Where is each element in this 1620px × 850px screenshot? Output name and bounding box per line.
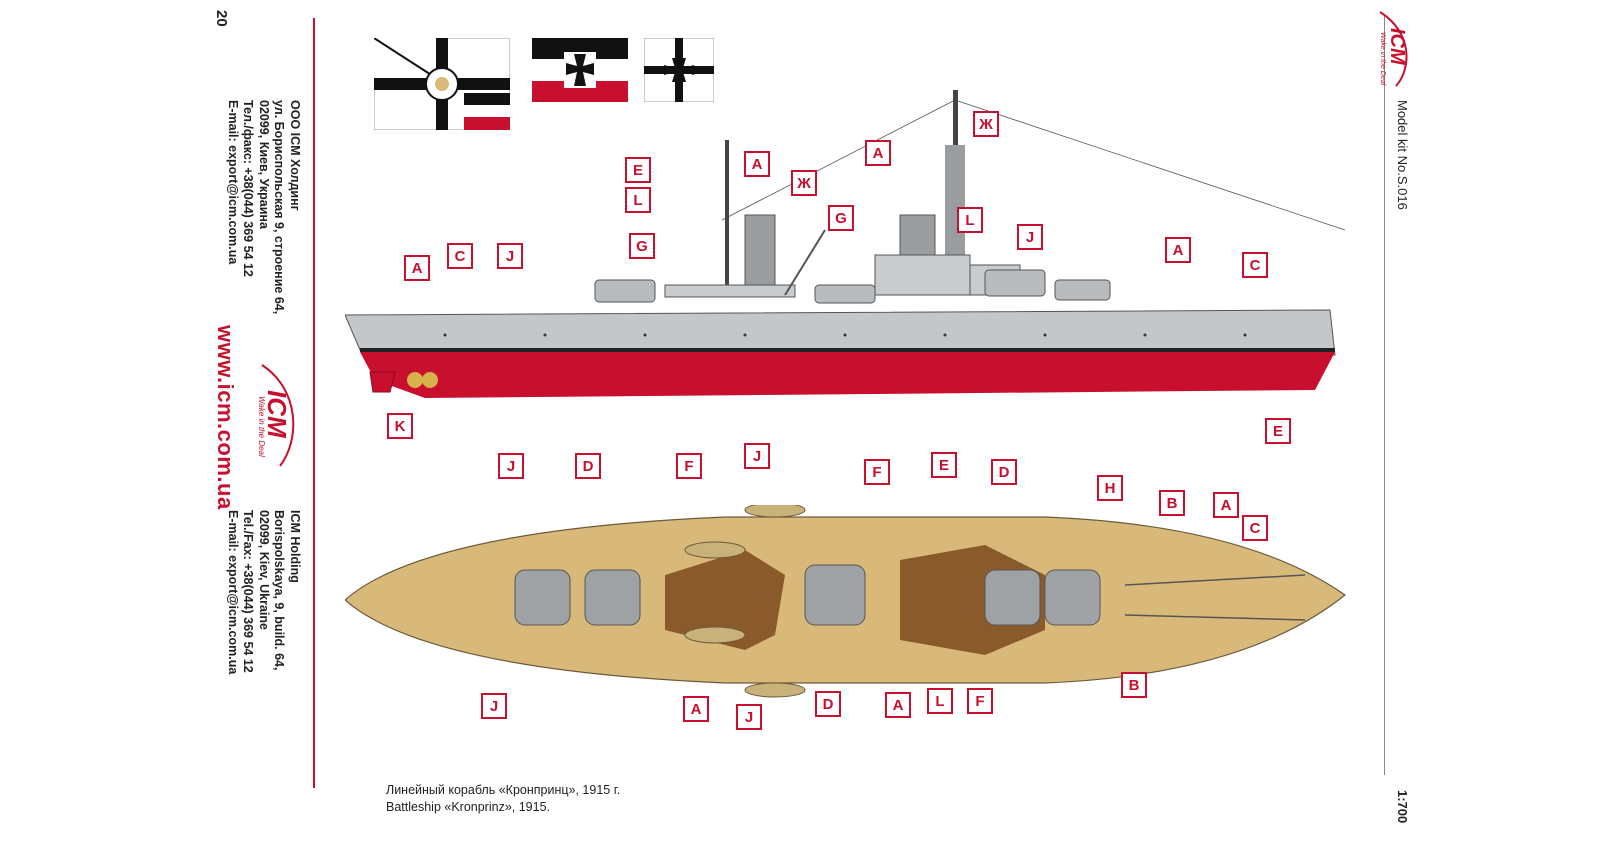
marker-f: F	[676, 453, 702, 479]
address-en-street: Borispolskaya, 9, build. 64,	[272, 510, 287, 671]
marker-zh: Ж	[791, 170, 817, 196]
marker-b: B	[1159, 490, 1185, 516]
marker-j: J	[744, 443, 770, 469]
address-ru-phone: Тел./факс: +38(044) 369 54 12	[241, 100, 256, 277]
icm-logo-swoosh-icon	[261, 364, 295, 467]
icm-logo-right: ICM Wake in the Deal	[1369, 8, 1414, 88]
marker-zh: Ж	[973, 111, 999, 137]
marker-j: J	[498, 453, 524, 479]
icm-logo-swoosh-icon	[1379, 11, 1408, 87]
marker-d: D	[575, 453, 601, 479]
marker-l: L	[927, 688, 953, 714]
marker-e: E	[1265, 418, 1291, 444]
war-flag-iron-cross	[532, 38, 628, 102]
scale-label: 1:700	[1395, 790, 1410, 824]
caption-ru: Линейный корабль «Кронпринц», 1915 г.	[386, 783, 621, 797]
address-ru-city: 02099, Киев, Украина	[257, 100, 271, 229]
marker-a: A	[1165, 237, 1191, 263]
marker-d: D	[991, 459, 1017, 485]
marker-j: J	[1017, 224, 1043, 250]
marker-e: E	[625, 157, 651, 183]
caption-en: Battleship «Kronprinz», 1915.	[386, 800, 550, 814]
marker-j: J	[481, 693, 507, 719]
model-kit-number: Model kit No.S.016	[1395, 100, 1410, 210]
marker-f: F	[864, 459, 890, 485]
marker-l: L	[957, 207, 983, 233]
marker-a: A	[683, 696, 709, 722]
marker-g: G	[629, 233, 655, 259]
ship-deck-view	[345, 505, 1347, 698]
marker-c: C	[1242, 252, 1268, 278]
address-ru-street: ул. Бориспольская 9, строение 64,	[272, 100, 287, 315]
address-ru-email: E-mail: export@icm.com.ua	[226, 100, 240, 265]
marker-k: K	[387, 413, 413, 439]
marker-h: H	[1097, 475, 1123, 501]
website-link[interactable]: www.icm.com.ua	[213, 325, 238, 510]
marker-e: E	[931, 452, 957, 478]
marker-j: J	[497, 243, 523, 269]
marker-f: F	[967, 688, 993, 714]
marker-a: A	[865, 140, 891, 166]
marker-a: A	[885, 692, 911, 718]
marker-j: J	[736, 704, 762, 730]
jack-flag-cross	[644, 38, 714, 102]
page-number: 20	[213, 10, 230, 27]
ship-side-profile	[345, 90, 1346, 398]
marker-d: D	[815, 691, 841, 717]
marker-l: L	[625, 187, 651, 213]
marker-a: A	[744, 151, 770, 177]
address-en-company: ICM Holding	[288, 510, 302, 583]
left-rule	[313, 18, 315, 788]
address-en: ICM Holding Borispolskaya, 9, build. 64,…	[225, 510, 302, 675]
imperial-naval-ensign	[374, 38, 510, 130]
marker-g: G	[828, 205, 854, 231]
address-en-phone: Tel./Fax: +38(044) 369 54 12	[241, 510, 256, 673]
marker-c: C	[1242, 515, 1268, 541]
address-ru: ООО ICM Холдинг ул. Бориспольская 9, стр…	[225, 100, 302, 315]
address-ru-company: ООО ICM Холдинг	[288, 100, 302, 211]
right-rule	[1384, 15, 1385, 775]
icm-logo-left: ICM Wake in the Deal	[251, 360, 300, 470]
marker-b: B	[1121, 672, 1147, 698]
address-en-city: 02099, Kiev, Ukraine	[257, 510, 271, 630]
address-en-email: E-mail: export@icm.com.ua	[226, 510, 240, 675]
marker-c: C	[447, 243, 473, 269]
marker-a: A	[404, 255, 430, 281]
marker-a: A	[1213, 492, 1239, 518]
